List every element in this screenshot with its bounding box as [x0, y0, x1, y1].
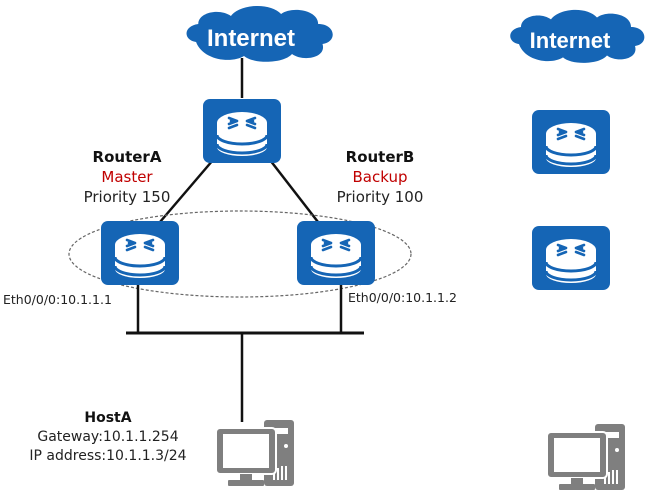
host-label-group: HostA Gateway:10.1.1.254 IP address:10.1… — [8, 409, 208, 466]
router-icon[interactable] — [295, 219, 377, 287]
router-icon[interactable] — [530, 108, 612, 176]
routera-interface: Eth0/0/0:10.1.1.1 — [3, 292, 112, 307]
routerb-name: RouterB — [345, 148, 415, 166]
host-ip-address: IP address:10.1.1.3/24 — [29, 448, 187, 464]
routera-label-group: RouterA Master Priority 150 — [62, 147, 192, 207]
link-upstream-routerb — [269, 159, 319, 223]
routerb-interface: Eth0/0/0:10.1.1.2 — [348, 290, 457, 305]
routera-role: Master — [101, 168, 153, 186]
cloud-label-right: Internet — [530, 28, 611, 53]
routerb-role: Backup — [352, 168, 408, 186]
link-upstream-routera — [159, 159, 214, 223]
cloud-label-left: Internet — [207, 25, 295, 52]
routerb-priority: Priority 100 — [336, 188, 424, 206]
vrrp-group-ellipse — [68, 210, 412, 298]
router-icon[interactable] — [530, 224, 612, 292]
host-name: HostA — [84, 410, 132, 426]
routerb-label-group: RouterB Backup Priority 100 — [315, 147, 445, 207]
pc-icon[interactable] — [546, 423, 626, 490]
host-gateway: Gateway:10.1.1.254 — [37, 429, 179, 445]
routera-priority: Priority 150 — [83, 188, 171, 206]
pc-icon[interactable] — [215, 419, 295, 487]
router-icon[interactable] — [99, 219, 181, 287]
router-icon[interactable] — [201, 97, 283, 165]
routera-name: RouterA — [92, 148, 162, 166]
